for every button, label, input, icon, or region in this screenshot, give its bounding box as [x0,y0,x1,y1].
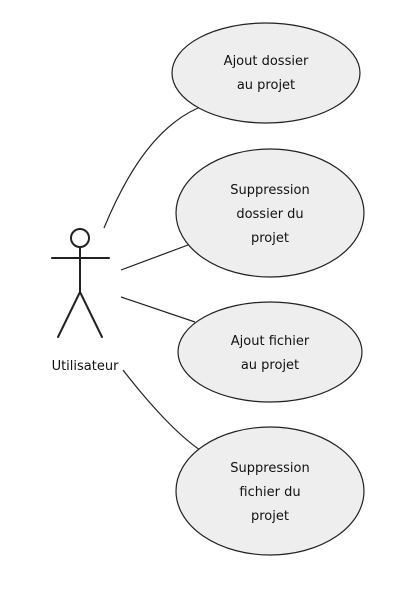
association-line-4 [122,369,201,451]
use-case-suppression-fichier: Suppression fichier du projet [175,426,365,556]
actor-head [70,228,90,248]
association-line-1 [103,107,199,229]
use-case-label-line: au projet [241,358,299,373]
use-case-label-line: fichier du [239,485,300,500]
use-case-label-line: au projet [237,78,295,93]
use-case-label-line: projet [251,509,289,524]
association-line-3 [120,296,196,323]
use-case-ellipse [171,22,361,124]
use-case-label-line: projet [251,231,289,246]
use-case-label-line: Suppression [230,183,309,198]
use-case-ellipse [175,148,365,278]
association-line-2 [120,244,189,271]
use-case-ellipse [175,426,365,556]
actor-right-leg [79,291,103,338]
actor-utilisateur: Utilisateur [51,228,120,374]
use-case-ajout-dossier: Ajout dossier au projet [171,22,361,124]
use-case-ellipse [177,301,363,403]
actor-label: Utilisateur [52,359,120,374]
actor-left-leg [57,291,81,338]
use-case-label-line: Suppression [230,461,309,476]
use-case-label-line: dossier du [236,207,303,222]
use-case-label-line: Ajout fichier [231,334,310,349]
use-case-ajout-fichier: Ajout fichier au projet [177,301,363,403]
use-case-suppression-dossier: Suppression dossier du projet [175,148,365,278]
use-case-label-line: Ajout dossier [224,54,309,69]
